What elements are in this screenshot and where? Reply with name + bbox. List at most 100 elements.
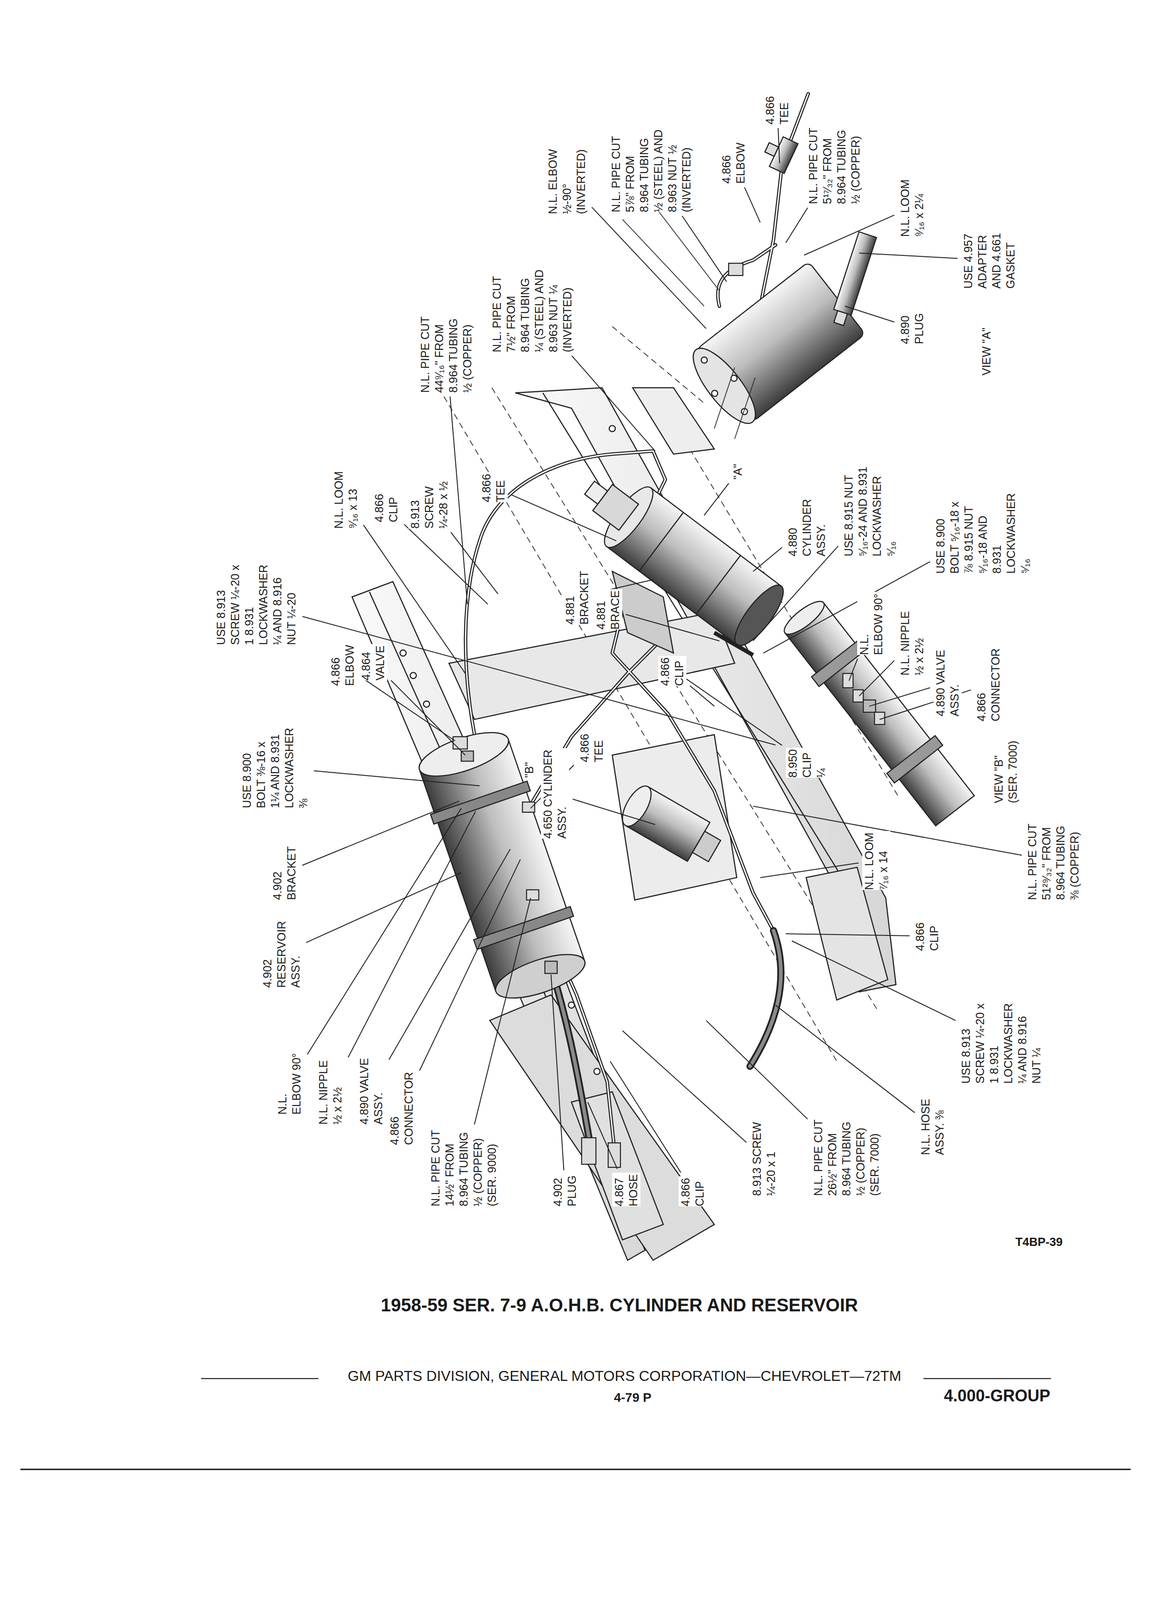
callout-label: N.L. LOOM ⁹⁄₁₆ x 2¼ — [898, 177, 927, 237]
leader-line — [572, 799, 655, 825]
callout-label: USE 8.900 BOLT ⁵⁄₁₆-18 x ⅞ 8.915 NUT ⁵⁄₁… — [933, 491, 1033, 574]
leader-line — [625, 614, 720, 641]
leader-line — [844, 306, 895, 323]
callout-label: 4.881 BRACE — [594, 589, 623, 630]
callout-label: 4.866 CONNECTOR — [387, 1070, 416, 1145]
leader-line — [622, 1030, 747, 1143]
callout-label: 4.881 BRACKET — [563, 569, 592, 625]
callout-label: N.L. PIPE CUT 14½" FROM 8.964 TUBING ½ (… — [428, 1128, 500, 1207]
callout-label: 8.913 SCREW ¼-20 x 1 — [749, 1120, 779, 1196]
illustration-part — [622, 204, 756, 439]
illustration-part — [632, 387, 715, 455]
illustration-part — [453, 736, 468, 750]
callout-label: 4.867 HOSE — [612, 1172, 641, 1207]
illustration-part — [683, 339, 766, 432]
leader-line — [804, 214, 895, 255]
leader-line — [775, 1004, 915, 1113]
callout-label: 8.913 SCREW ¼-28 x ½ — [408, 479, 451, 529]
illustration-part — [584, 481, 608, 505]
illustration-part — [612, 601, 774, 931]
callout-label: 4.866 CLIP — [658, 655, 687, 686]
illustration-part — [399, 649, 406, 656]
illustration-part — [749, 930, 781, 1067]
illustration-part — [568, 1001, 575, 1008]
callout-label: N.L. PIPE CUT 5⅞" FROM 8.964 TUBING ½ (S… — [609, 128, 694, 213]
leader-line — [610, 1061, 681, 1173]
leader-line — [302, 800, 460, 865]
illustration-part — [449, 612, 735, 720]
callout-label: 4.902 RESERVOIR ASSY. — [260, 919, 303, 988]
illustration-part — [696, 555, 741, 615]
leader-line — [760, 863, 859, 878]
leader-line — [859, 253, 958, 259]
callout-label: 4.890 VALVE ASSY. — [357, 1056, 386, 1125]
illustration-part — [410, 672, 417, 679]
callout-label: N.L. NIPPLE ½ x 2½ — [898, 609, 927, 676]
leader-line — [704, 483, 729, 516]
callout-label: 4.866 CLIP — [678, 1176, 707, 1207]
illustration-part — [714, 632, 754, 655]
illustration-part — [683, 261, 865, 433]
callout-label: N.L. LOOM ⁹⁄₁₆ x 13 — [331, 469, 360, 529]
callout-label: N.L. PIPE CUT 51²⁹⁄₃₂" FROM 8.964 TUBING… — [1025, 821, 1082, 900]
callout-label: 4.866 TEE — [763, 94, 792, 125]
illustration-part — [465, 94, 809, 1149]
leader-line — [307, 808, 462, 1055]
callout-label: N.L. NIPPLE ½ x 2½ — [316, 1058, 345, 1125]
illustration-part — [842, 673, 885, 725]
illustration-part — [453, 736, 621, 1168]
leader-line — [390, 680, 466, 756]
illustration-part — [594, 1068, 600, 1075]
callout-label: USE 8.913 SCREW ¼-20 x 1 8.931 LOCKWASHE… — [959, 1001, 1044, 1084]
illustration-part — [727, 578, 791, 653]
illustration-part — [923, 1378, 1052, 1379]
callout-label: N.L. HOSE ASSY. ⅜ — [918, 1097, 947, 1155]
leader-line — [550, 974, 564, 1171]
illustration-part — [550, 967, 590, 1143]
illustration-part — [612, 601, 774, 931]
leader-line — [511, 494, 617, 541]
callout-label: VIEW "B" (SER. 7000) — [991, 739, 1020, 804]
leader-line — [753, 547, 783, 572]
callout-label: USE 8.915 NUT ⁵⁄₁₆-24 AND 8.931 LOCKWASH… — [841, 464, 899, 557]
illustration-part — [834, 310, 848, 326]
illustration-part — [622, 219, 705, 307]
leader-line — [678, 673, 783, 746]
leader-line — [587, 1102, 618, 1169]
leader-line — [869, 687, 930, 707]
illustration-part — [20, 1468, 1131, 1470]
illustration-part — [764, 142, 779, 157]
illustration-part — [886, 735, 943, 783]
illustration-part — [829, 231, 877, 327]
illustration-part — [639, 512, 684, 571]
illustration-part — [20, 1378, 1131, 1470]
callout-label: USE 8.900 BOLT ⅜-16 x 1¼ AND 8.931 LOCKW… — [239, 726, 311, 809]
callout-label: 4.866 TEE — [479, 472, 508, 503]
illustration-part — [728, 263, 743, 276]
callout-label: USE 4.957 ADAPTER AND 4.661 GASKET — [961, 231, 1018, 289]
leader-line — [360, 676, 455, 741]
illustration-part — [419, 739, 585, 992]
leader-line — [706, 1020, 808, 1120]
callout-label: N.L. PIPE CUT 5¹⁷⁄₃₂" FROM 8.964 TUBING … — [806, 125, 863, 205]
illustration-part — [833, 231, 877, 315]
leader-line — [449, 396, 468, 605]
callout-label: "A" — [730, 464, 745, 480]
callout-label: N.L. LOOM ⁷⁄₁₆ x 14 — [862, 830, 891, 890]
callout-label: 4.866 ELBOW — [328, 643, 357, 686]
callout-label: 8.950 CLIP ¼ — [785, 747, 829, 778]
illustration-part — [430, 781, 531, 825]
footer-text: GM PARTS DIVISION, GENERAL MOTORS CORPOR… — [347, 1367, 902, 1385]
illustration-part — [842, 673, 853, 688]
callout-label: 4.880 CYLINDER ASSY. — [785, 497, 829, 557]
illustration-part — [200, 1378, 319, 1379]
leader-line — [474, 898, 531, 1125]
footer-text: 4-79 P — [614, 1389, 652, 1406]
illustration-part — [410, 722, 595, 1009]
illustration-part — [465, 94, 809, 1149]
callout-label: 4.866 ELBOW — [719, 141, 748, 184]
illustration-part — [581, 1137, 596, 1164]
leader-line — [859, 660, 895, 696]
callout-label: "B" — [522, 761, 537, 778]
leader-line — [778, 128, 780, 164]
